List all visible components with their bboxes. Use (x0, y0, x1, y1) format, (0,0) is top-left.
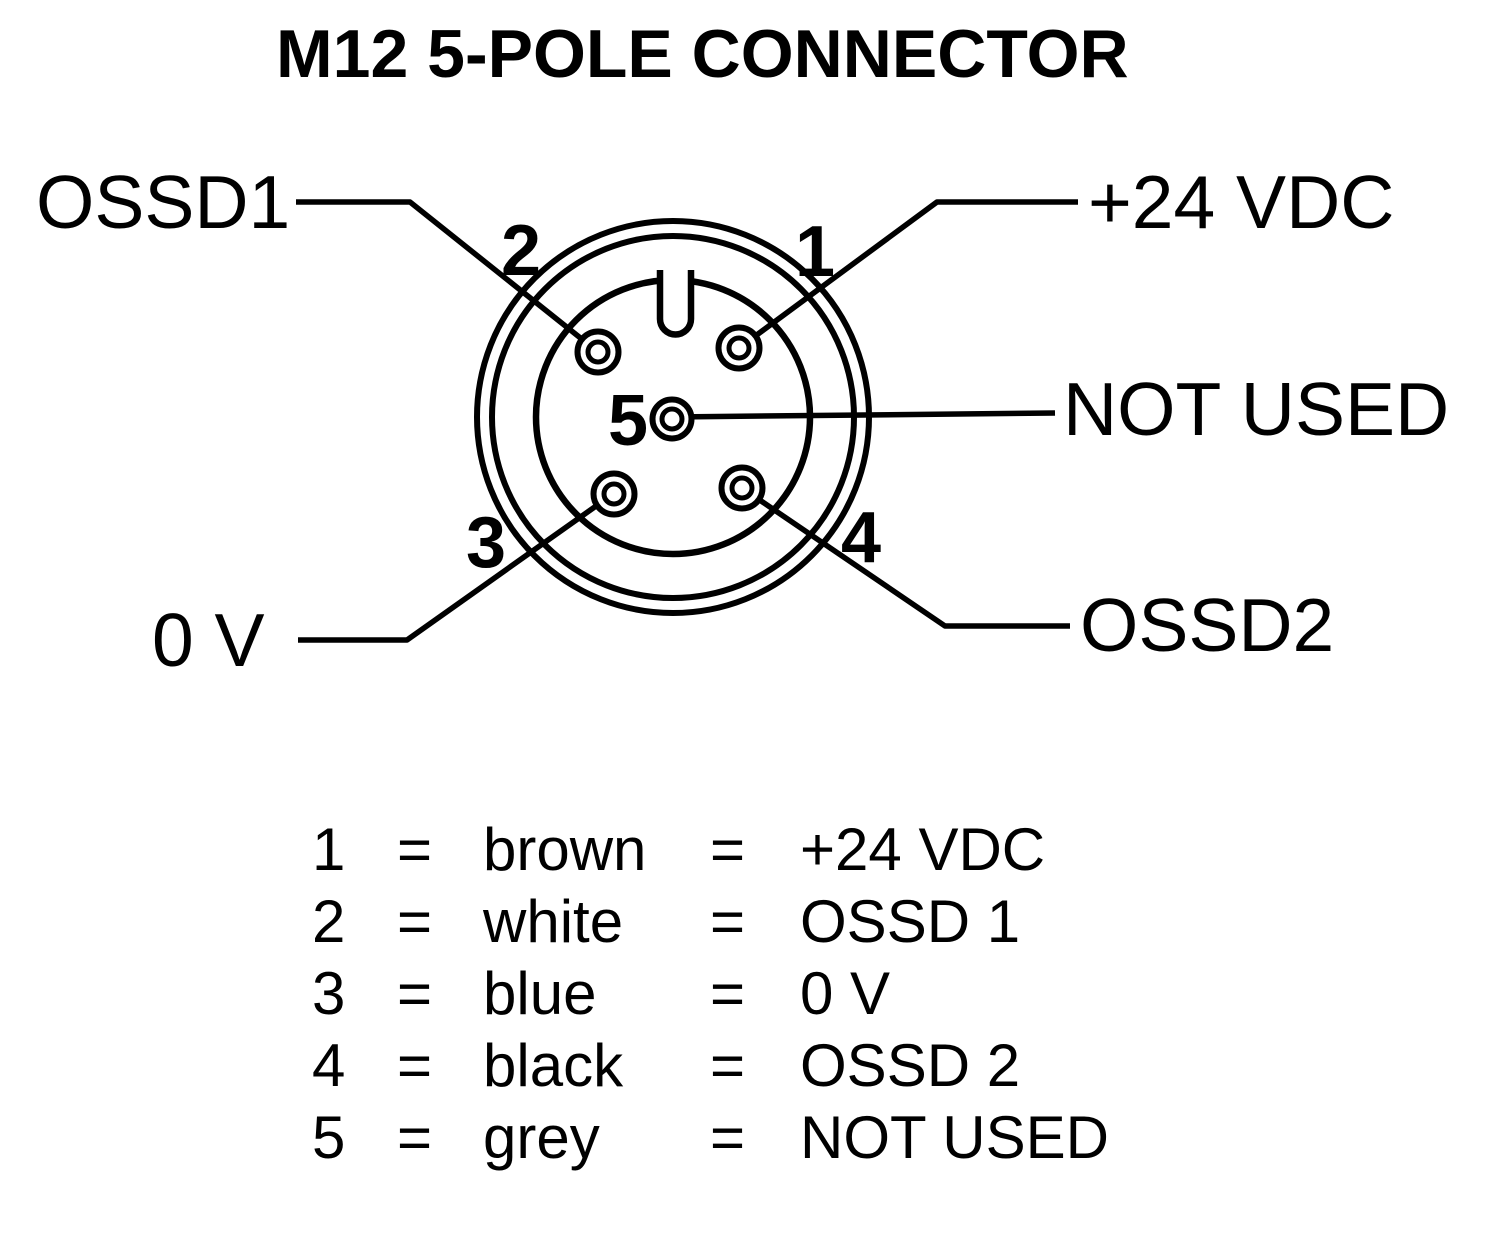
legend-equals: = (397, 960, 433, 1027)
legend-equals: = (710, 960, 746, 1027)
pin2-contact (574, 328, 622, 376)
legend-signal: +24 VDC (800, 816, 1046, 883)
legend-equals: = (710, 888, 746, 955)
pin1-contact (715, 324, 763, 372)
legend-equals: = (710, 1104, 746, 1171)
legend-wire-color: white (483, 888, 624, 955)
legend-wire-color: grey (483, 1104, 600, 1171)
legend-pin-number: 1 (312, 816, 346, 883)
label-ossd2: OSSD2 (1080, 583, 1335, 667)
legend-signal: 0 V (800, 960, 891, 1027)
wiring-legend: 1 = brown = +24 VDC 2 = white = OSSD 1 3… (312, 814, 1109, 1174)
legend-equals: = (397, 888, 433, 955)
legend-equals: = (710, 1032, 746, 1099)
label-0v: 0 V (152, 598, 265, 682)
pin-number-5: 5 (607, 381, 649, 461)
legend-wire-color: brown (483, 816, 647, 883)
leader-line-24vdc (737, 199, 1078, 351)
legend-pin-number: 5 (312, 1104, 346, 1171)
label-not-used: NOT USED (1063, 367, 1450, 451)
leader-line-ossd2 (740, 485, 1070, 629)
legend-signal: OSSD 1 (800, 888, 1021, 955)
pin-number-4: 4 (840, 498, 882, 578)
pin-number-1: 1 (794, 212, 836, 292)
keyway-notch (656, 270, 695, 338)
legend-pin-number: 4 (312, 1032, 346, 1099)
legend-equals: = (710, 816, 746, 883)
legend-wire-color: black (483, 1032, 624, 1099)
legend-signal: OSSD 2 (800, 1032, 1021, 1099)
legend-equals: = (397, 816, 433, 883)
legend-equals: = (397, 1104, 433, 1171)
leader-line-not-used (671, 410, 1056, 420)
label-ossd1: OSSD1 (36, 160, 291, 244)
pin-number-2: 2 (500, 211, 542, 291)
diagram-title: M12 5-POLE CONNECTOR (276, 16, 1129, 92)
leader-line-0v (298, 491, 615, 643)
legend-signal: NOT USED (800, 1104, 1109, 1171)
pin4-contact (718, 464, 766, 512)
legend-wire-color: blue (483, 960, 597, 1027)
pin-number-3: 3 (465, 503, 507, 583)
legend-pin-number: 2 (312, 888, 346, 955)
pin3-contact (590, 470, 638, 518)
legend-pin-number: 3 (312, 960, 346, 1027)
legend-equals: = (397, 1032, 433, 1099)
leader-line-ossd1 (296, 199, 600, 355)
label-24vdc: +24 VDC (1088, 160, 1395, 244)
pin5-contact (649, 396, 695, 442)
